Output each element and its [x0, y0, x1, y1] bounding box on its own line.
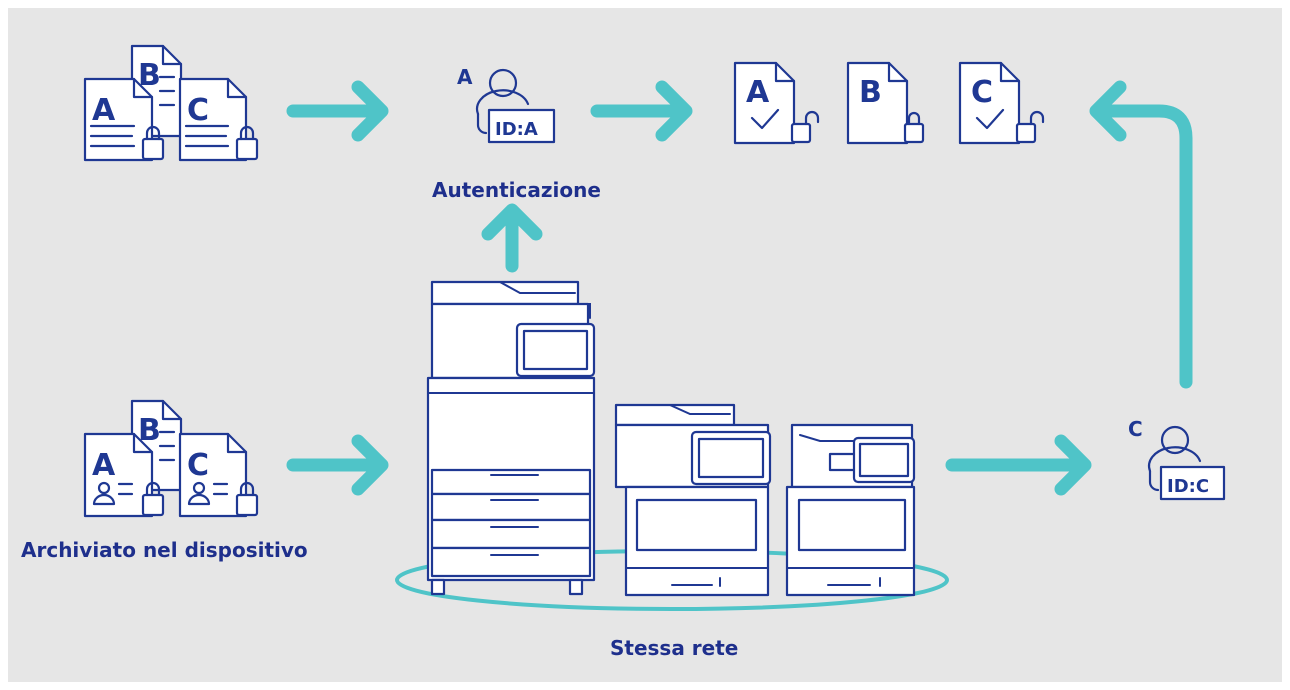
- arrow-network-to-userc: [945, 434, 1092, 496]
- user-letter-a: A: [457, 65, 473, 89]
- user-id-c: ID:C: [1167, 476, 1209, 497]
- arrow-device-to-auth: [481, 203, 543, 273]
- unlock-icon: [790, 122, 812, 144]
- diagram-graphic: B A C B A: [83, 44, 1226, 611]
- user-letter-c: C: [1128, 417, 1143, 441]
- authentication-label: Autenticazione: [432, 178, 601, 202]
- doc-letter-a: A: [92, 448, 116, 483]
- doc-stack-stored: B A C: [83, 399, 259, 518]
- arrow-auth-to-outputs: [590, 80, 693, 142]
- doc-letter-a: A: [92, 93, 116, 128]
- diagram-canvas: B A C B A: [8, 8, 1282, 682]
- doc-icon-a: A: [83, 77, 165, 162]
- doc-letter-c: C: [187, 93, 209, 128]
- user-c-badge: C ID:C: [1128, 417, 1226, 501]
- id-card-icon: [1159, 465, 1226, 501]
- arrow-docs-to-auth: [286, 80, 389, 142]
- same-network-label: Stessa rete: [610, 636, 739, 660]
- arrow-userc-to-outputs: [1089, 80, 1193, 389]
- doc-icon-a: A: [83, 432, 165, 518]
- output-doc-a: A: [733, 61, 820, 145]
- doc-letter-b: B: [138, 58, 161, 93]
- output-doc-b: B: [846, 61, 925, 145]
- user-icon: [97, 481, 111, 495]
- lock-icon: [235, 493, 259, 517]
- user-head-icon: [488, 68, 518, 98]
- medium-printer: [614, 403, 772, 597]
- doc-letter-b: B: [138, 413, 161, 448]
- user-head-icon: [1160, 425, 1190, 455]
- stored-in-device-label: Archiviato nel dispositivo: [21, 538, 308, 562]
- id-card-icon: [487, 108, 556, 144]
- lock-icon: [903, 122, 925, 144]
- doc-letter-c: C: [971, 75, 993, 110]
- doc-letter-b: B: [859, 75, 882, 110]
- arrow-stored-to-device: [286, 434, 389, 496]
- lock-icon: [141, 493, 165, 517]
- doc-icon-c: C: [178, 432, 259, 518]
- doc-icon-c: C: [178, 77, 259, 162]
- user-id-a: ID:A: [495, 119, 538, 140]
- user-icon: [192, 481, 206, 495]
- small-printer: [785, 423, 916, 597]
- check-icon: [975, 108, 1005, 130]
- large-printer: [426, 280, 596, 596]
- check-icon: [750, 108, 780, 130]
- doc-stack-top: B A C: [83, 44, 259, 162]
- unlock-icon: [1015, 122, 1037, 144]
- flow-arrows: [286, 80, 1193, 496]
- user-a-badge: A ID:A: [457, 65, 556, 144]
- doc-letter-a: A: [746, 75, 770, 110]
- output-doc-c: C: [958, 61, 1045, 145]
- doc-letter-c: C: [187, 448, 209, 483]
